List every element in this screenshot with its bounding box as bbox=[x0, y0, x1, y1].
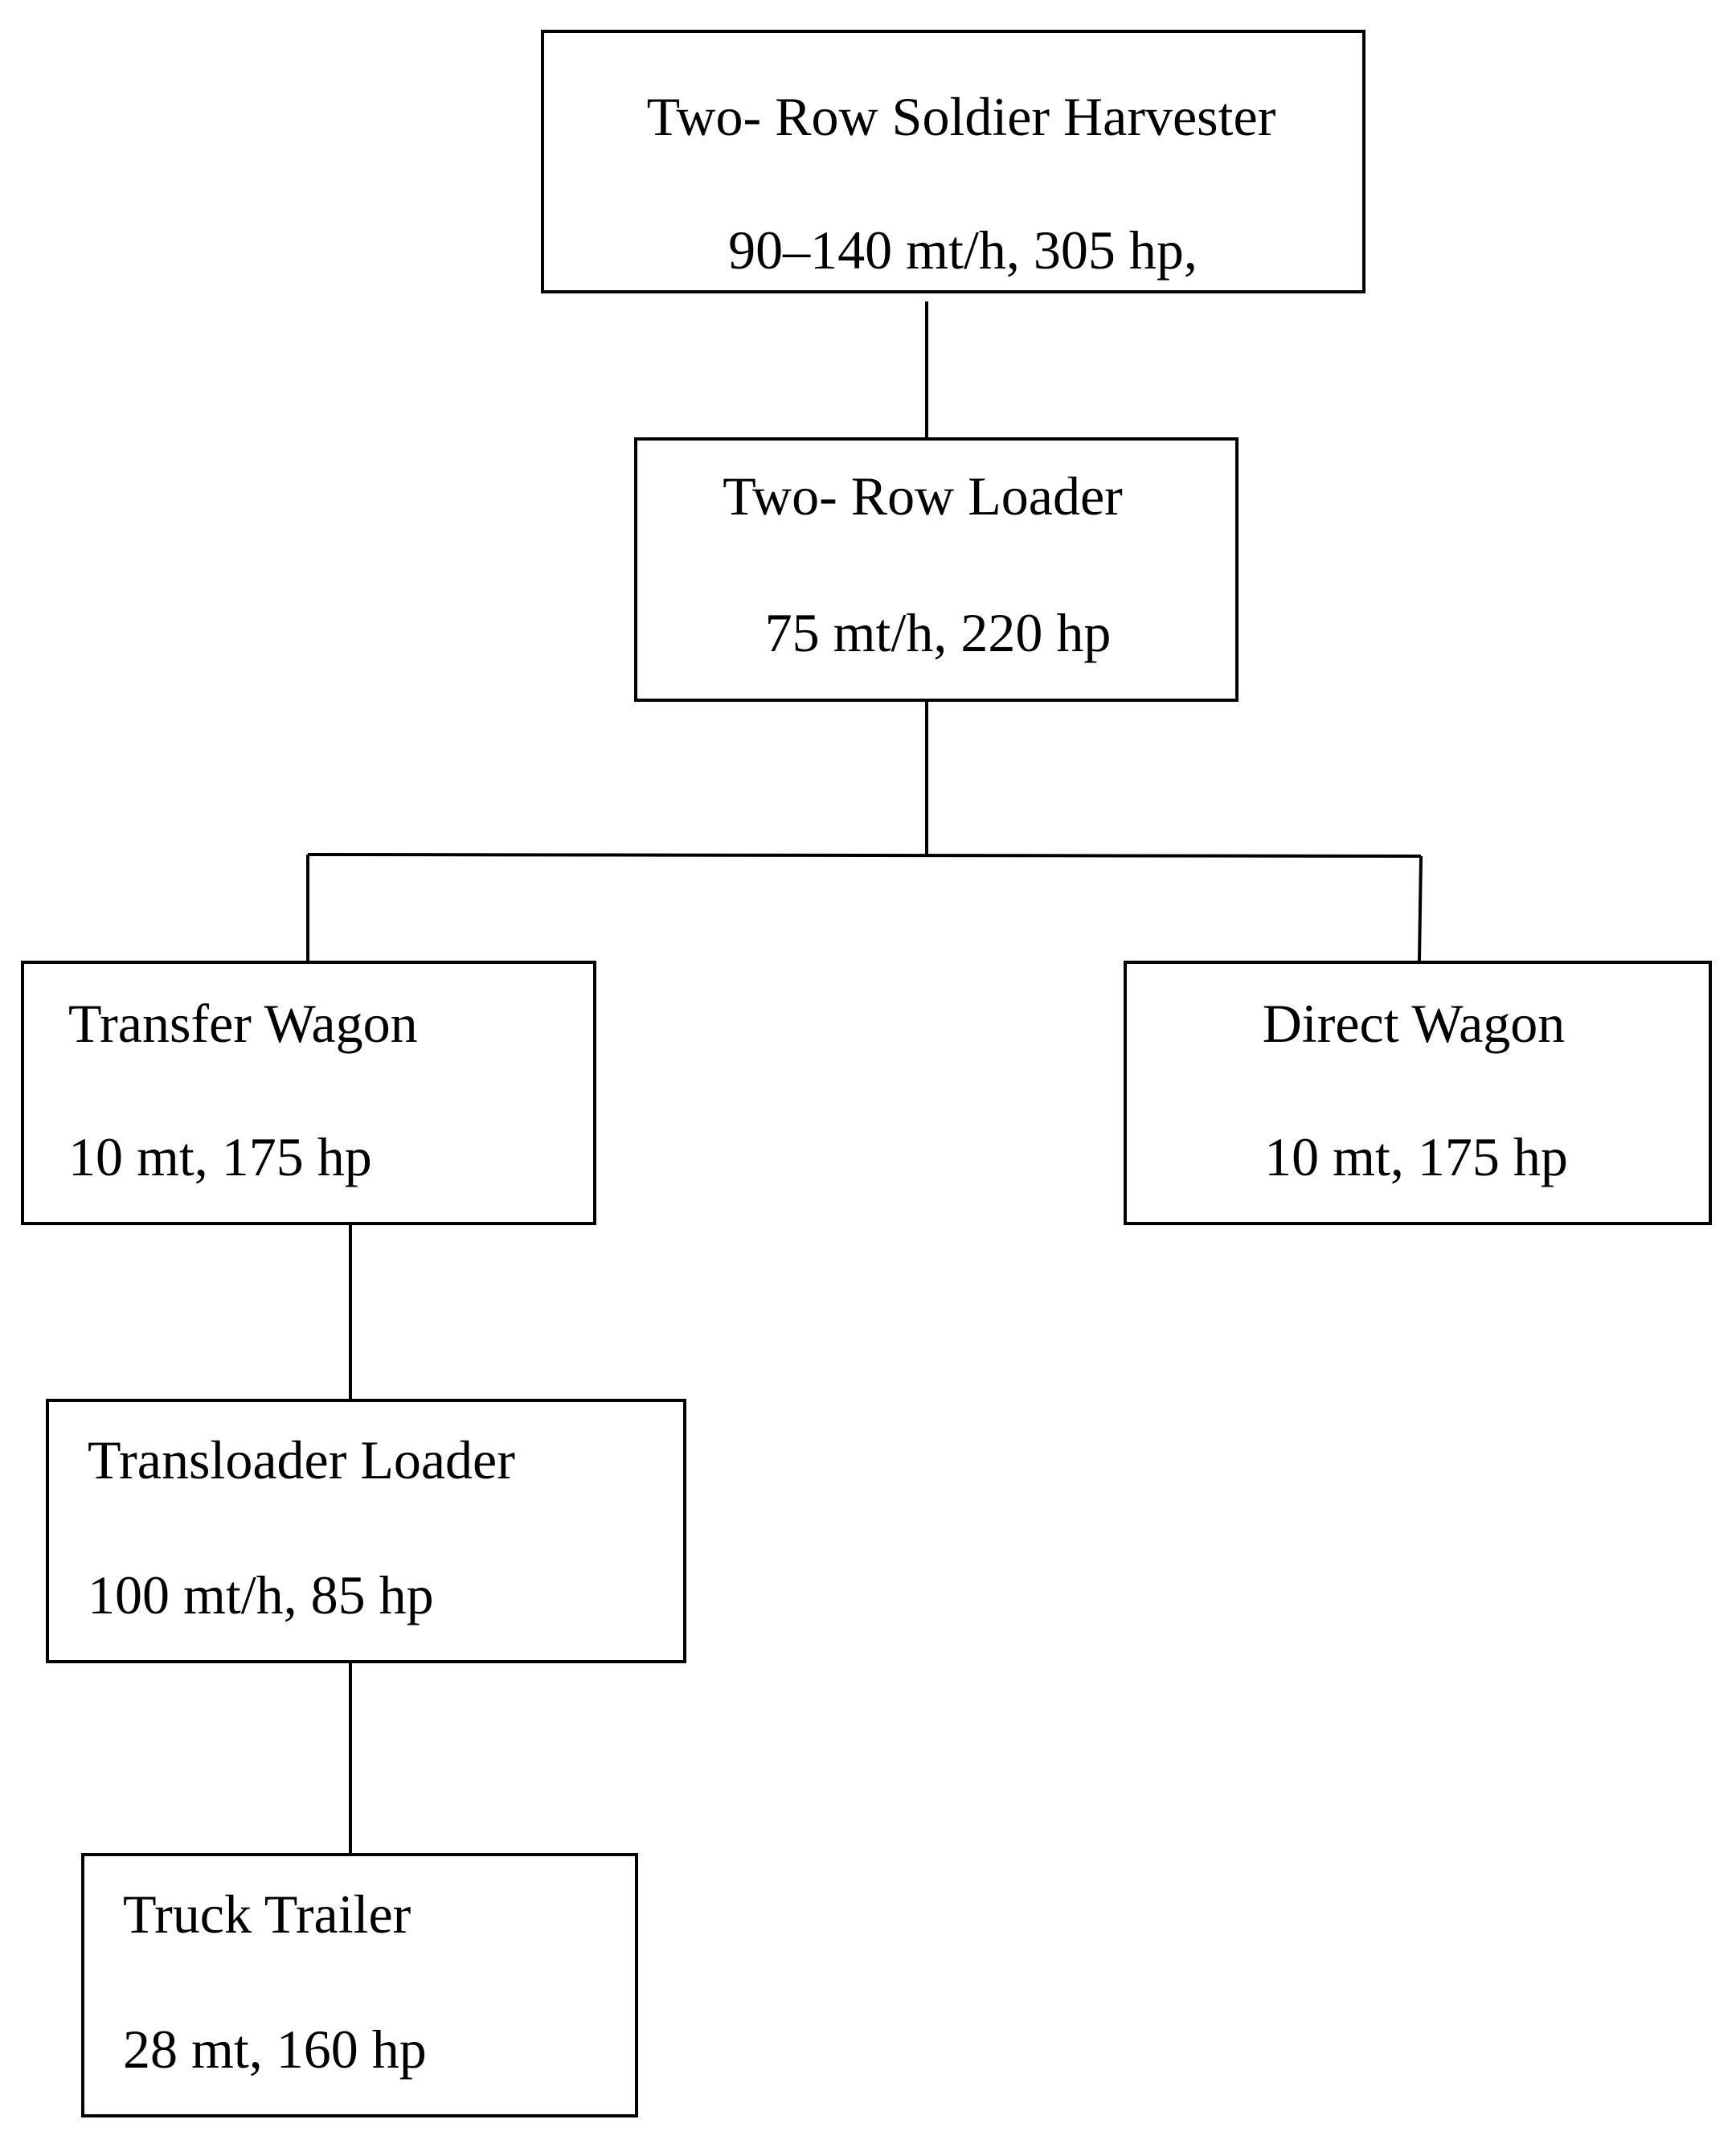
node-title: Two- Row Loader bbox=[723, 465, 1123, 527]
node-spec: 28 mt, 160 hp bbox=[123, 2019, 427, 2080]
node-direct-wagon: Direct Wagon 10 mt, 175 hp bbox=[1124, 961, 1712, 1225]
edge-branch-horizontal bbox=[307, 853, 1422, 858]
node-truck-trailer: Truck Trailer 28 mt, 160 hp bbox=[81, 1853, 638, 2117]
node-spec: 10 mt, 175 hp bbox=[68, 1126, 372, 1187]
node-two-row-loader: Two- Row Loader 75 mt/h, 220 hp bbox=[634, 437, 1239, 702]
node-spec: 100 mt/h, 85 hp bbox=[88, 1564, 434, 1625]
node-spec: 75 mt/h, 220 hp bbox=[764, 602, 1112, 663]
node-title: Direct Wagon bbox=[1262, 993, 1566, 1054]
node-two-row-soldier-harvester: Two- Row Soldier Harvester 90–140 mt/h, … bbox=[541, 30, 1365, 293]
node-spec: 10 mt, 175 hp bbox=[1264, 1126, 1568, 1187]
node-transloader-loader: Transloader Loader 100 mt/h, 85 hp bbox=[46, 1399, 686, 1663]
node-transfer-wagon: Transfer Wagon 10 mt, 175 hp bbox=[21, 961, 596, 1225]
edge-branch-direct-wagon bbox=[1418, 855, 1423, 961]
node-title: Two- Row Soldier Harvester bbox=[646, 86, 1276, 147]
node-spec: 90–140 mt/h, 305 hp, bbox=[728, 219, 1198, 281]
node-title: Truck Trailer bbox=[123, 1884, 411, 1945]
node-title: Transloader Loader bbox=[88, 1429, 515, 1490]
node-title: Transfer Wagon bbox=[68, 993, 418, 1054]
